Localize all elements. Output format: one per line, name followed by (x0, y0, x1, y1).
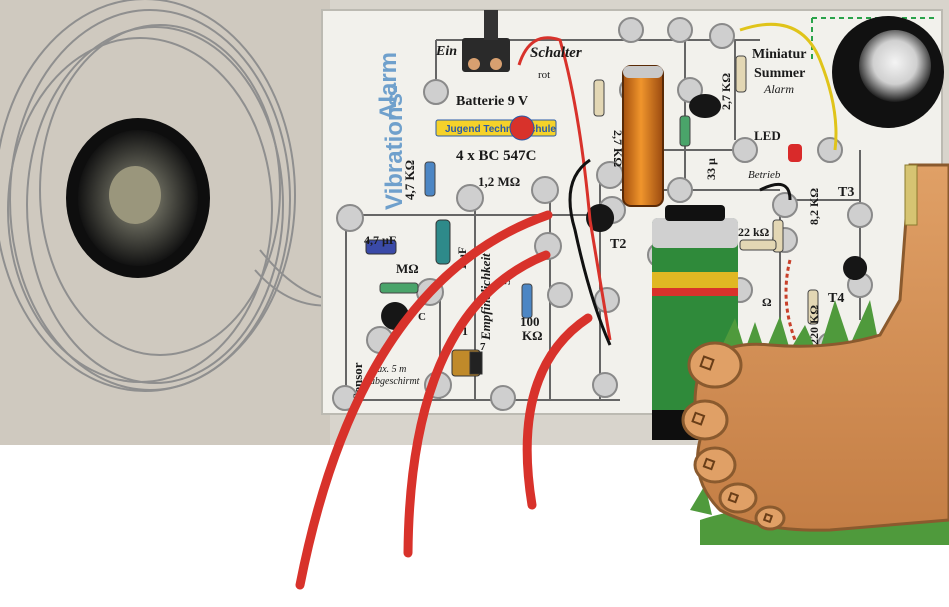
label-buzzer-line1: Miniatur (752, 47, 806, 62)
label-c-33: 33 µ (704, 158, 718, 180)
label-r-8k2: 8,2 KΩ (807, 188, 821, 225)
label-sensor-note2: abgeschirmt (370, 376, 420, 387)
label-transistors: 4 x BC 547C (456, 148, 536, 164)
label-t3: T3 (838, 185, 854, 200)
board-title-line2: Alarm (375, 52, 402, 120)
label-r-22k: 22 kΩ (738, 225, 770, 239)
label-r-2k7: 2,7 KΩ (611, 130, 625, 167)
board-wires (517, 22, 838, 346)
resistors (379, 55, 819, 325)
led-component (788, 144, 802, 162)
label-buzzer-line2: Summer (754, 66, 805, 81)
label-r-mohm: MΩ (396, 261, 419, 276)
label-c-4u7: 4,7 µF (364, 233, 396, 247)
buzzer-outline (811, 17, 935, 60)
label-r-100: 100 (520, 314, 540, 329)
electrolytic-capacitor (622, 65, 664, 207)
label-r-1m2: 1,2 MΩ (478, 174, 520, 189)
label-n2: 7 (480, 341, 486, 353)
vibration-waves (295, 210, 593, 590)
board-title-line1: Vibrations- (381, 85, 408, 210)
label-battery: Batterie 9 V (456, 94, 528, 109)
label-r-omega: Ω (762, 295, 772, 309)
logo-banner: Jugend Technik Schule (435, 115, 557, 141)
label-buzzer-line3: Alarm (763, 82, 794, 96)
switch (462, 10, 510, 72)
label-sensor-note1: max. 5 m (370, 364, 406, 375)
label-led: LED (754, 128, 781, 143)
label-switch-pole: rot (538, 69, 550, 81)
label-t4: T4 (828, 291, 844, 306)
label-r-220k: 220 KΩ (807, 305, 821, 345)
label-r-2k7b: 2,7 KΩ (719, 73, 733, 110)
label-n1: 1 (462, 324, 468, 338)
label-collector-mark: C (418, 311, 426, 323)
label-operation: Betrieb (748, 169, 781, 181)
label-switch: Schalter (530, 45, 582, 61)
label-switch-on: Ein (435, 44, 457, 59)
label-r-100-unit: KΩ (522, 328, 543, 343)
logo-text: Jugend Technik Schule (445, 124, 556, 135)
label-t2: T2 (610, 237, 626, 252)
brass-key (904, 164, 918, 226)
small-capacitors (365, 219, 483, 377)
buzzer-icon (832, 16, 944, 128)
label-r-4k7: 4,7 KΩ (402, 160, 417, 200)
foot-icon (681, 163, 949, 532)
speaker-icon (66, 118, 210, 278)
transistors (381, 94, 868, 330)
